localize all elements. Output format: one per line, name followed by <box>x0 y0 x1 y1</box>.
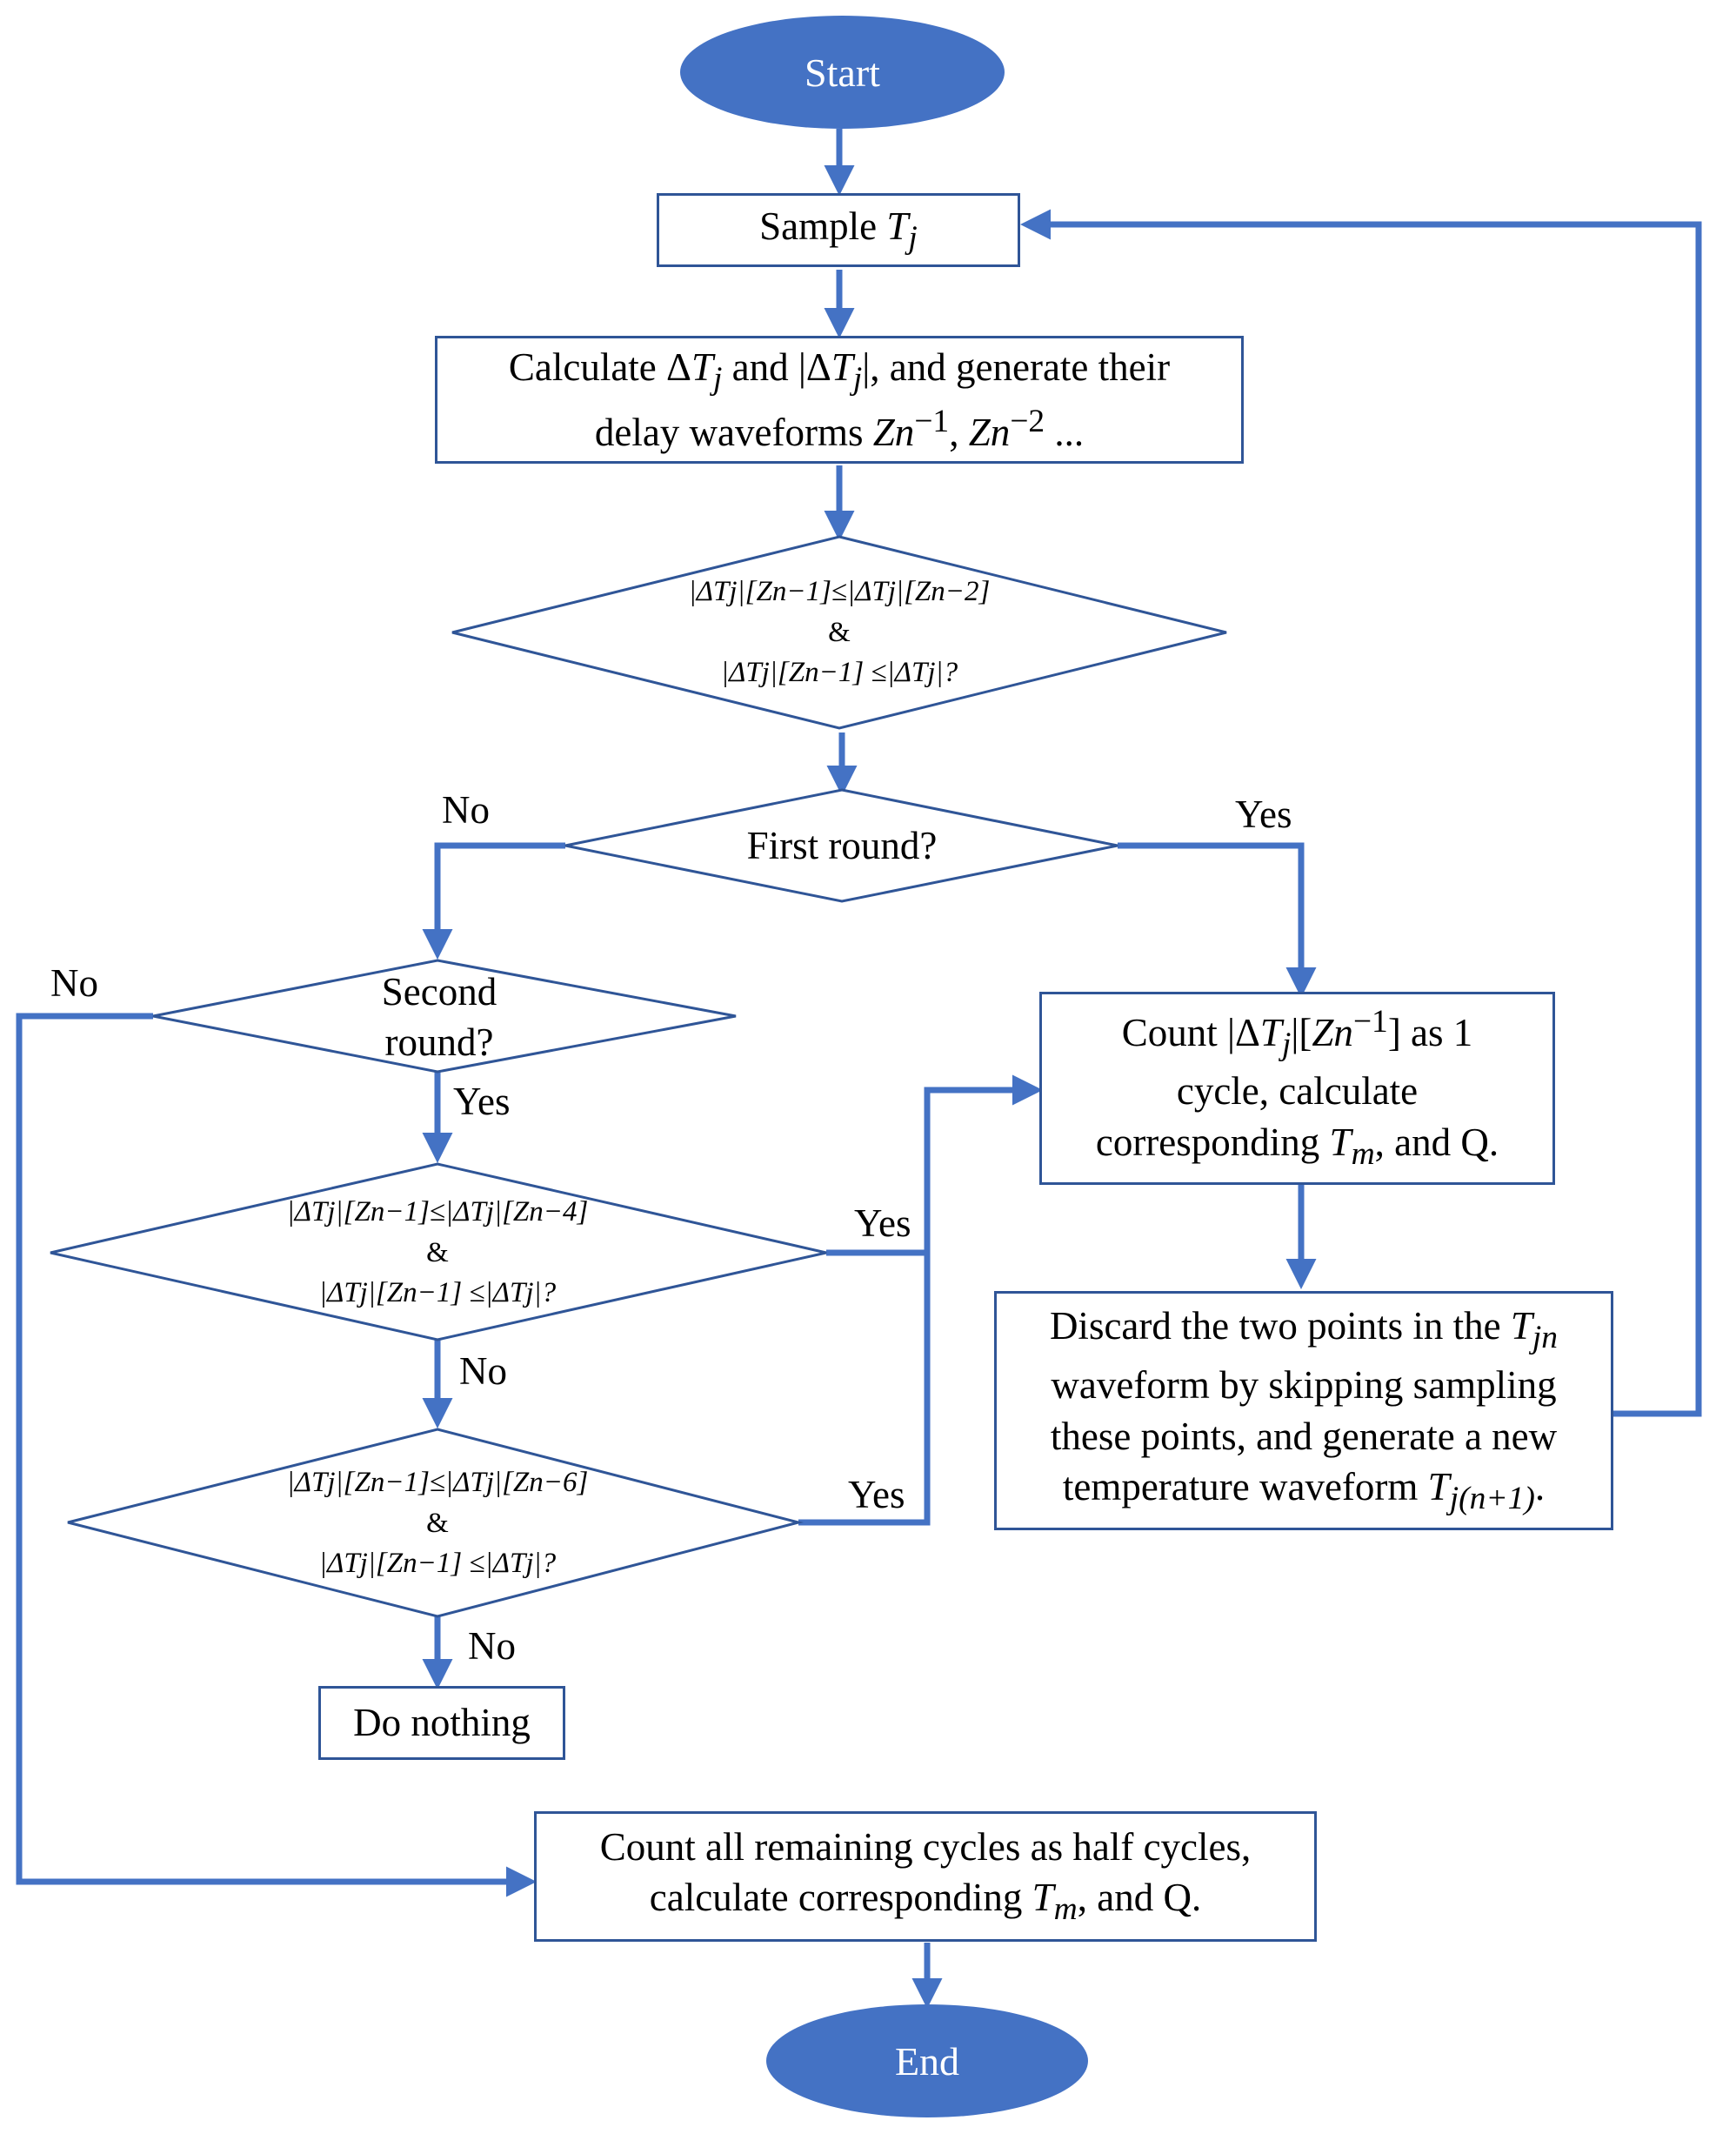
first-round-no-label: No <box>442 788 490 832</box>
sample-box: Sample Tj <box>657 193 1020 267</box>
remaining-cycles-box: Count all remaining cycles as half cycle… <box>534 1811 1317 1942</box>
decision-first-round <box>564 788 1118 903</box>
cond3-text: |ΔTj|[Zn−1]≤|ΔTj|[Zn−6] & |ΔTj|[Zn−1] ≤|… <box>286 1466 589 1580</box>
calculate-box: Calculate ΔTj and |ΔTj|, and generate th… <box>435 336 1244 464</box>
second-round-yes-label: Yes <box>453 1080 511 1123</box>
decision-cond3 <box>67 1428 804 1618</box>
remaining-line1: Count all remaining cycles as half cycle… <box>599 1824 1252 1869</box>
discard-box: Discard the two points in the Tjn wavefo… <box>994 1291 1613 1530</box>
count-cycle-line1: Count |ΔTj|[Zn−1] as 1 <box>1121 1003 1473 1062</box>
count-cycle-box: Count |ΔTj|[Zn−1] as 1 cycle, calculate … <box>1039 992 1555 1185</box>
discard-line3: these points, and generate a new <box>1050 1414 1558 1458</box>
arrow-loop-back-to-sample <box>1020 209 1702 1417</box>
decision-second-round <box>152 959 737 1074</box>
discard-line2: waveform by skipping sampling <box>1051 1363 1557 1407</box>
arrow-second-round-no <box>16 1013 537 1897</box>
second-round-text: Second round? <box>381 969 497 1065</box>
sample-label: Sample <box>759 204 878 248</box>
sample-var: T <box>886 204 909 248</box>
discard-line4: temperature waveform Tj(n+1). <box>1062 1465 1546 1516</box>
cond3-yes-label: Yes <box>848 1473 905 1516</box>
count-cycle-line2: cycle, calculate <box>1176 1069 1419 1114</box>
first-round-yes-label: Yes <box>1235 793 1292 836</box>
start-terminal: Start <box>680 16 1005 129</box>
calculate-line2: delay waveforms Zn−1, Zn−2 ... <box>594 403 1085 454</box>
sample-sub: j <box>908 219 918 256</box>
count-cycle-line3: corresponding Tm, and Q. <box>1095 1120 1499 1172</box>
discard-line1: Discard the two points in the Tjn <box>1049 1304 1559 1356</box>
arrow-first-round-no <box>422 842 565 960</box>
cond2-text: |ΔTj|[Zn−1]≤|ΔTj|[Zn−4] & |ΔTj|[Zn−1] ≤|… <box>286 1195 589 1309</box>
decision-cond2 <box>50 1162 827 1341</box>
arrow-cond2-yes <box>826 1074 1043 1256</box>
do-nothing-box: Do nothing <box>318 1686 565 1760</box>
cond1-text: |ΔTj|[Zn−1]≤|ΔTj|[Zn−2] & |ΔTj|[Zn−1] ≤|… <box>688 575 991 689</box>
calculate-line1: Calculate ΔTj and |ΔTj|, and generate th… <box>508 345 1171 397</box>
cond3-no-label: No <box>468 1624 516 1668</box>
arrow-cond3-yes <box>798 1253 931 1526</box>
remaining-line2: calculate corresponding Tm, and Q. <box>649 1876 1202 1928</box>
cond2-no-label: No <box>459 1349 507 1393</box>
end-terminal: End <box>766 2004 1088 2117</box>
first-round-text: First round? <box>746 823 938 867</box>
arrow-first-round-yes <box>1118 842 1317 998</box>
second-round-no-label: No <box>50 961 98 1005</box>
decision-cond1 <box>451 535 1227 730</box>
cond2-yes-label: Yes <box>854 1201 911 1245</box>
